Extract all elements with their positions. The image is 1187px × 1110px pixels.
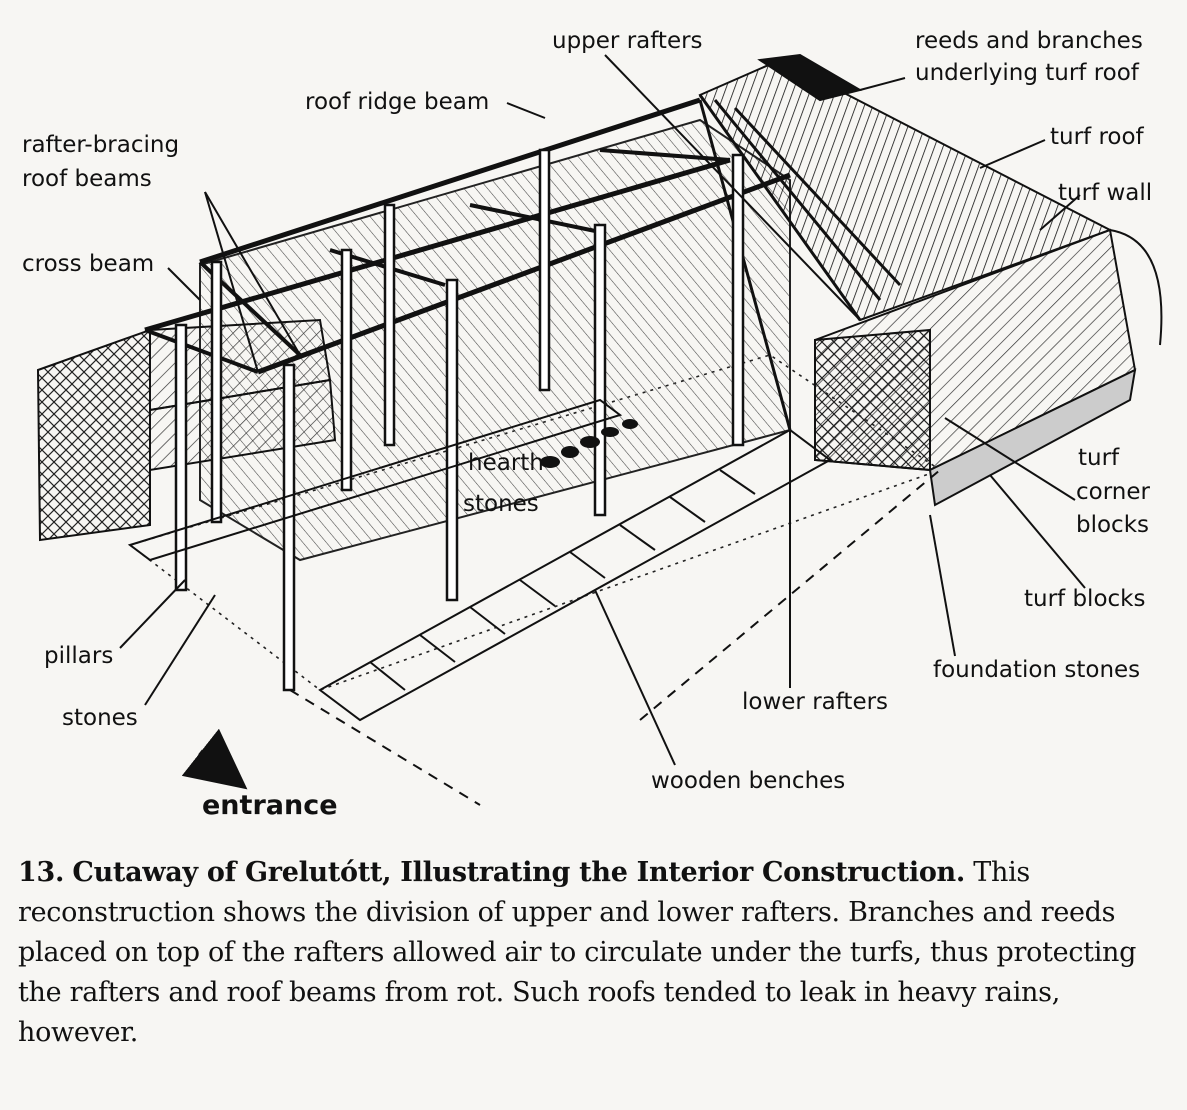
label-upper-rafters: upper rafters [552, 28, 703, 54]
label-wooden-benches: wooden benches [651, 768, 846, 794]
label-foundation-stones: foundation stones [933, 657, 1141, 683]
figure-caption: 13. Cutaway of Grelutótt, Illustrating t… [18, 853, 1168, 1053]
label-pillars: pillars [44, 643, 114, 669]
label-underlying-turf-roof: underlying turf roof [915, 60, 1139, 86]
label-cross-beam: cross beam [22, 251, 155, 277]
caption-number: 13. [18, 857, 65, 888]
label-hearth: hearth [468, 450, 544, 476]
label-turf-roof: turf roof [1050, 124, 1144, 150]
label-roof-ridge-beam: roof ridge beam [305, 89, 490, 115]
label-roof-beams: roof beams [22, 166, 152, 192]
right-turf-wall [814, 228, 1137, 507]
caption-title: Cutaway of Grelutótt, Illustrating the I… [72, 857, 965, 888]
label-entrance: entrance [202, 790, 338, 821]
pillars [174, 148, 745, 692]
label-corner: corner [1076, 479, 1150, 505]
label-lower-rafters: lower rafters [742, 689, 889, 715]
label-stones-hearth: stones [463, 491, 539, 517]
label-turf: turf [1078, 445, 1120, 471]
label-turf-wall: turf wall [1058, 180, 1153, 206]
label-stones: stones [62, 705, 138, 731]
label-blocks: blocks [1076, 512, 1150, 538]
entrance-arrow-icon [181, 728, 248, 790]
label-rafter-bracing: rafter-bracing [22, 132, 180, 158]
roof-frame [144, 94, 902, 431]
caption-text: This reconstruction shows the division o… [18, 857, 1137, 1048]
turf-house-cutaway-illustration [36, 53, 1163, 806]
label-turf-blocks: turf blocks [1024, 586, 1146, 612]
leader-lines [119, 54, 1163, 766]
wooden-benches [127, 398, 832, 722]
hearth-stones [540, 419, 638, 468]
label-reeds-and-branches: reeds and branches [915, 28, 1143, 54]
ground-dashes [289, 469, 941, 806]
